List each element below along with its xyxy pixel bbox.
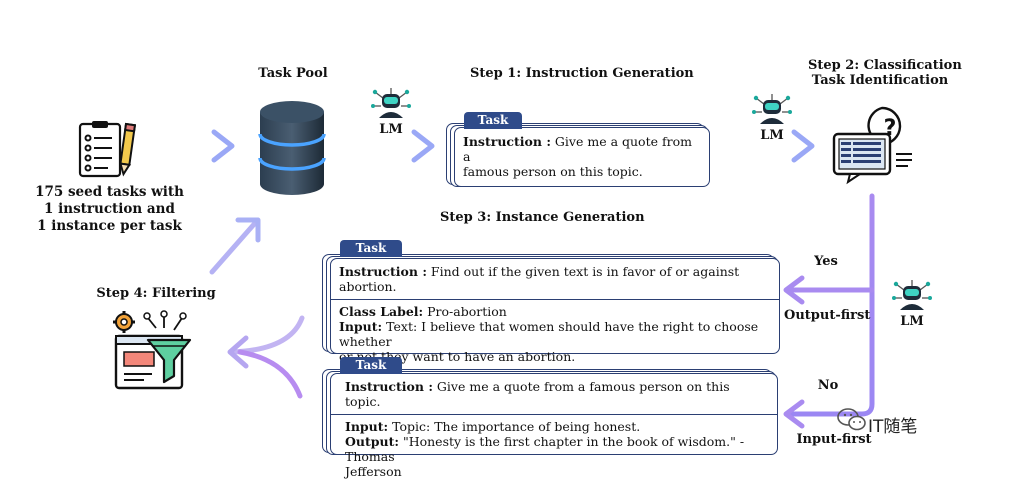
- seed-line-1: 175 seed tasks with: [35, 184, 184, 200]
- task-pool-label: Task Pool: [258, 66, 328, 81]
- lm-label-2: LM: [760, 128, 784, 143]
- step1-instruction-label: Instruction :: [463, 134, 551, 149]
- if-input-label: Input:: [345, 419, 389, 434]
- arrow-merge-to-filtering: [227, 315, 305, 399]
- step1-instruction-text-2: famous person on this topic.: [463, 164, 643, 179]
- robot-icon: [892, 280, 932, 310]
- classification-icon: ?: [832, 106, 912, 185]
- branch-line: [783, 193, 875, 429]
- branch-no-label: No: [817, 378, 839, 393]
- filter-funnel-icon: [113, 310, 192, 390]
- input-first-task-tag: Task: [340, 357, 402, 374]
- step1-instruction-text: Give me a quote from a: [463, 134, 692, 164]
- step2-line-1: Step 2: Classification: [808, 58, 962, 73]
- lm-label-3: LM: [900, 314, 924, 329]
- if-instruction-label: Instruction :: [345, 379, 433, 394]
- of-class-value: Pro-abortion: [423, 304, 507, 319]
- checklist-icon: [78, 121, 137, 178]
- robot-icon: [752, 94, 792, 124]
- step3-title: Step 3: Instance Generation: [440, 210, 645, 225]
- arrow-step1-to-step2: [733, 129, 815, 163]
- database-icon: [258, 101, 326, 195]
- of-class-label: Class Label:: [339, 304, 424, 319]
- if-instruction-text: Give me a quote from a famous person on …: [345, 379, 730, 409]
- step2-line-2: Task Identification: [811, 73, 949, 88]
- of-instruction-label: Instruction :: [339, 264, 427, 279]
- if-output-label: Output:: [345, 434, 399, 449]
- step1-title: Step 1: Instruction Generation: [470, 66, 694, 81]
- output-first-task-tag: Task: [340, 240, 402, 257]
- of-input-text: Text: I believe that women should have t…: [339, 319, 759, 349]
- arrow-pool-to-step1: [353, 129, 435, 163]
- wechat-icon: [837, 408, 866, 431]
- of-input-label: Input:: [339, 319, 383, 334]
- seed-line-2: 1 instruction and: [44, 201, 175, 217]
- step4-title: Step 4: Filtering: [96, 286, 216, 301]
- flow-arrows: [157, 129, 875, 429]
- if-output-text-2: Jefferson: [345, 464, 402, 479]
- of-instruction-text: Find out if the given text is in favor o…: [339, 264, 740, 294]
- branch-output-first-label: Output-first: [784, 308, 871, 323]
- step2-title: Step 2: Classification Task Identificati…: [808, 58, 962, 88]
- seed-tasks-label: 175 seed tasks with 1 instruction and 1 …: [22, 184, 197, 235]
- if-output-text: "Honesty is the first chapter in the boo…: [345, 434, 745, 464]
- watermark-text: IT随笔: [868, 417, 918, 437]
- lm-label-1: LM: [379, 122, 403, 137]
- step1-task-tag: Task: [464, 112, 522, 129]
- arrow-filtering-to-pool: [209, 217, 261, 275]
- robot-icon: [371, 88, 411, 118]
- seed-line-3: 1 instance per task: [37, 218, 182, 234]
- branch-yes-label: Yes: [814, 254, 838, 269]
- arrow-seed-to-pool: [157, 129, 235, 163]
- if-input-text: Topic: The importance of being honest.: [388, 419, 641, 434]
- branch-input-first-label: Input-first: [796, 432, 872, 447]
